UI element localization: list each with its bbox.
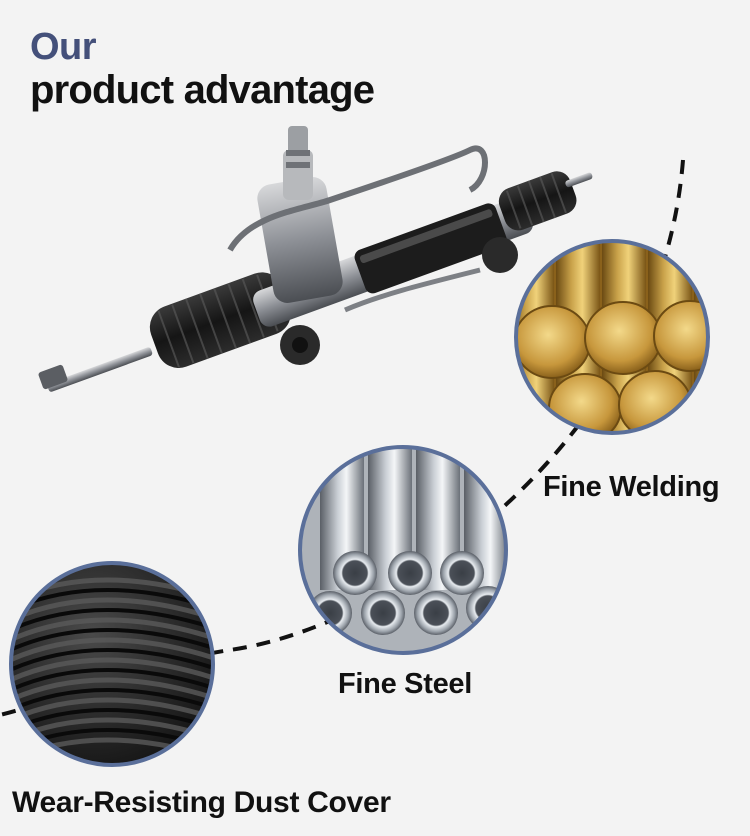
dust-boot-image (9, 561, 215, 767)
fine-steel-label: Fine Steel (338, 668, 472, 700)
brass-rods-image (514, 239, 710, 435)
heading: Our product advantage (30, 26, 375, 112)
steel-tubes-image (298, 445, 508, 655)
fine-welding-label: Fine Welding (543, 471, 720, 503)
dust-cover-label: Wear-Resisting Dust Cover (12, 786, 391, 819)
heading-line-1: Our (30, 26, 97, 68)
heading-line-2: product advantage (30, 68, 375, 112)
steering-rack-image (38, 126, 593, 392)
